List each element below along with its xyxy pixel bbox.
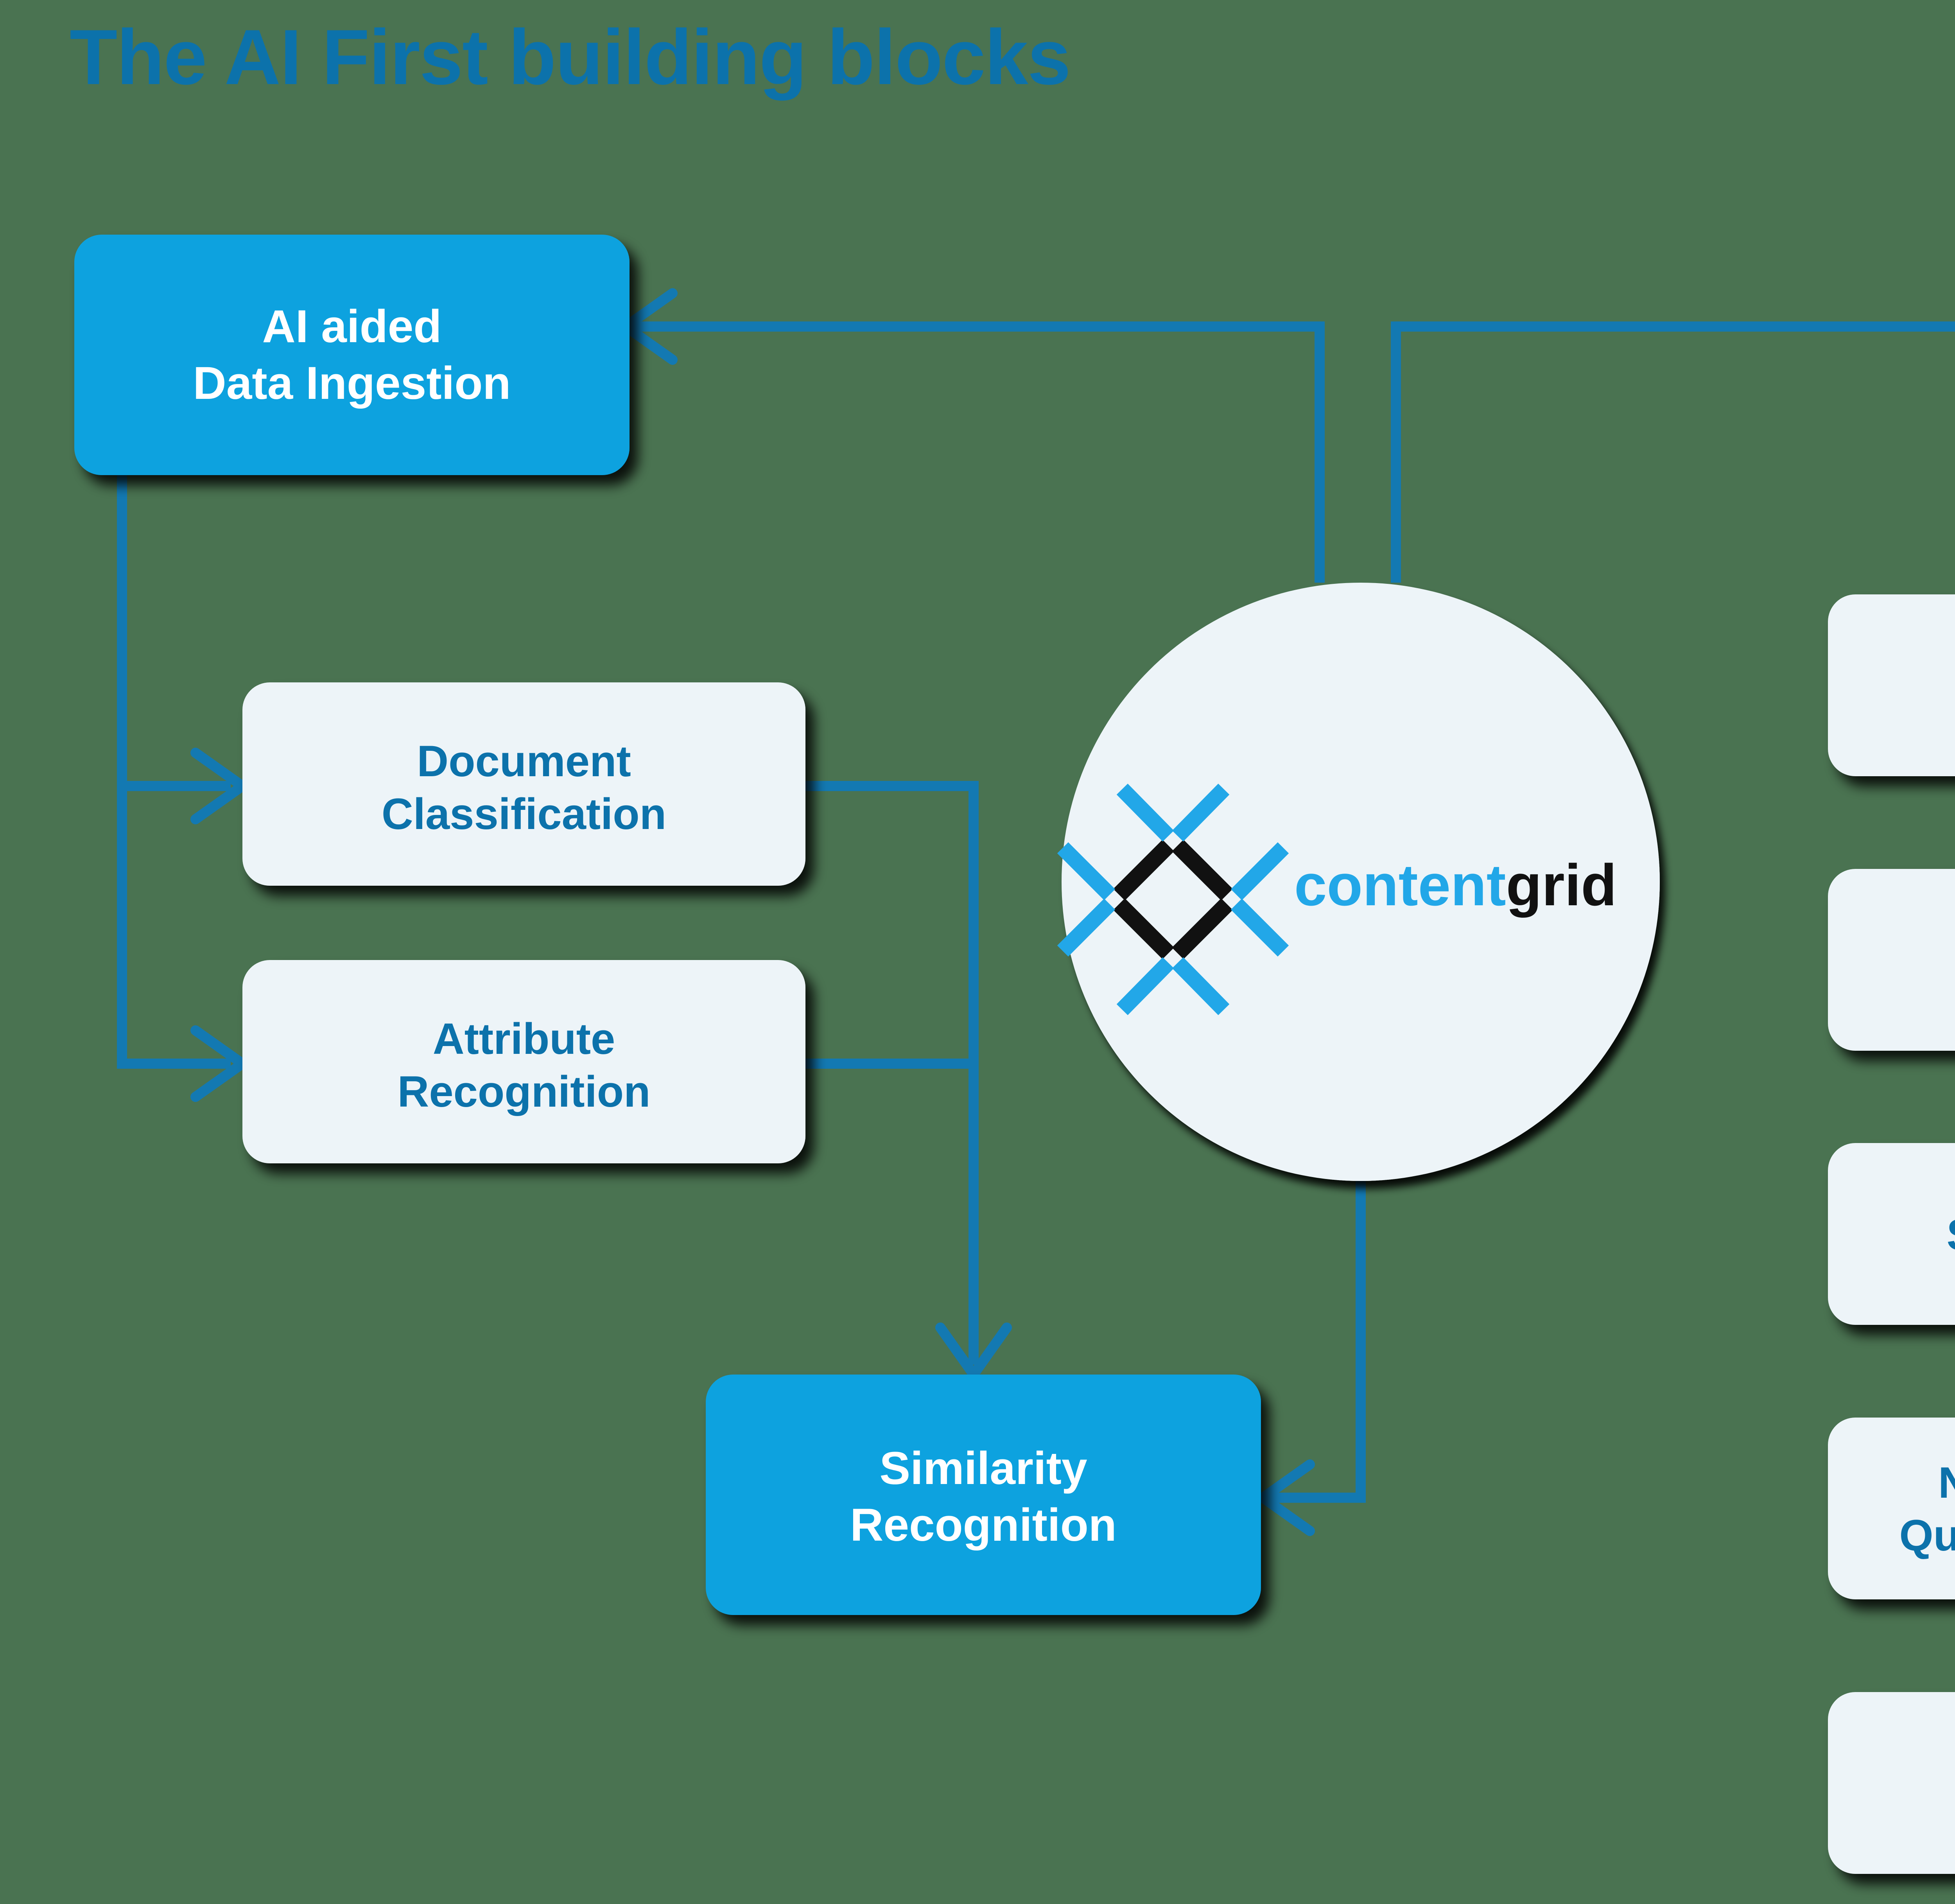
connector-circle-to-similarity-center [1271,1181,1366,1503]
node-box[interactable] [74,235,630,475]
node-box[interactable] [242,960,805,1163]
capability-autocomplete[interactable]: Autocomplete [1828,869,1955,1051]
capability-box[interactable] [1828,594,1955,776]
node-label-line1: Document [417,737,631,786]
contentgrid-diamond-rays-logo [1057,783,1289,1016]
node-box[interactable] [706,1375,1261,1615]
connector-search-to-ingestion [630,321,1325,583]
capability-box[interactable] [1828,1418,1955,1599]
capability-label-line1: Semantic Search [1947,1210,1955,1259]
capability-label-line2: Query Understanding [1899,1511,1955,1560]
capability-box[interactable] [1828,1143,1955,1325]
connector-document-to-similarity [805,781,979,1365]
capability-box[interactable] [1828,869,1955,1051]
connector-circle-to-advanced-search [1391,321,1955,583]
node-document-classification[interactable]: Document Classification [242,682,805,886]
node-label-line2: Data Ingestion [193,357,511,409]
hub-circle[interactable] [1062,583,1660,1181]
node-similarity-recognition-center[interactable]: Similarity Recognition [706,1375,1261,1615]
node-label-line2: Classification [382,790,666,838]
capability-llm-integration[interactable]: LLM Integration [1828,1692,1955,1874]
node-ai-aided-data-ingestion[interactable]: AI aided Data Ingestion [74,235,630,475]
arrowhead-into-similarity-center-left [1258,1459,1315,1536]
node-label-line2: Recognition [397,1067,650,1116]
contentgrid-wordmark: contentgrid [1294,852,1617,918]
capability-label-line1: Natural Language [1938,1458,1955,1507]
node-label-line1: AI aided [262,301,442,352]
logo-word-content: content [1294,852,1506,918]
capability-box[interactable] [1828,1692,1955,1874]
contentgrid-hub[interactable]: contentgrid [1057,583,1660,1181]
page-title: The AI First building blocks [70,14,1070,101]
node-label-line1: Similarity [879,1443,1087,1494]
logo-word-grid: grid [1506,852,1617,918]
capability-natural-language-query-understanding[interactable]: Natural Language Query Understanding [1828,1418,1955,1599]
capability-semantic-search[interactable]: Semantic Search [1828,1143,1955,1325]
node-attribute-recognition[interactable]: Attribute Recognition [242,960,805,1163]
connector-ingestion-to-attribute [117,475,231,1069]
node-label-line2: Recognition [850,1499,1117,1551]
node-label-line1: Attribute [433,1014,615,1063]
capability-similarity-recognition[interactable]: Similarity Recognition [1828,594,1955,776]
node-box[interactable] [242,682,805,886]
